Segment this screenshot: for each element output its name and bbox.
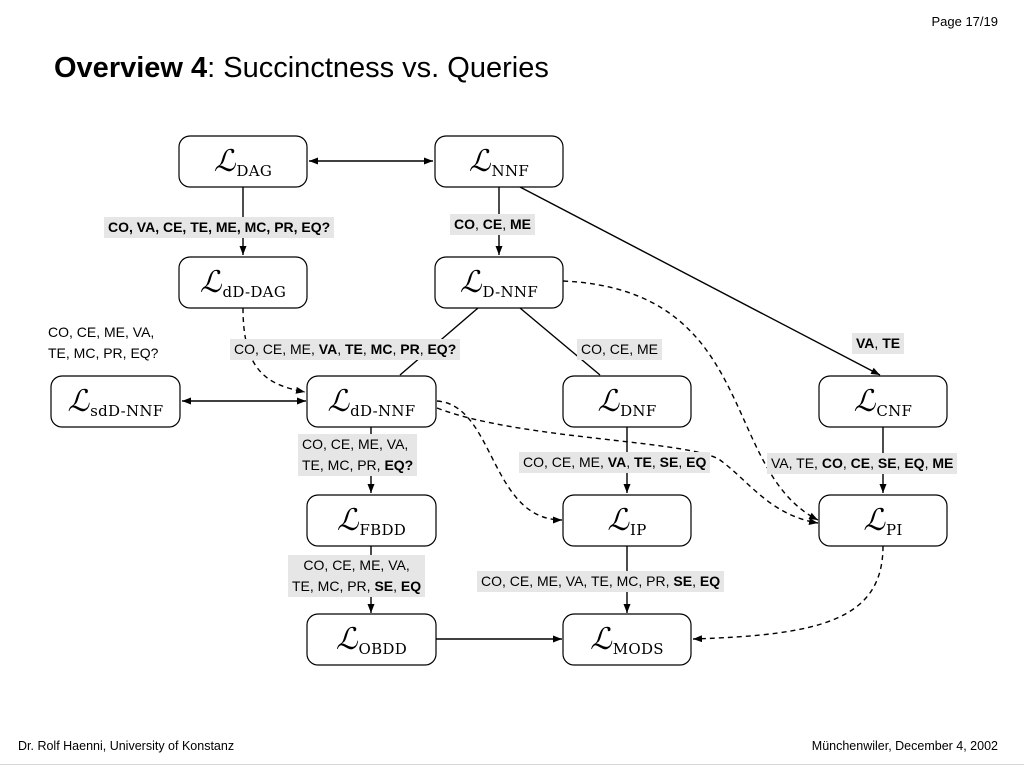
- label-sddnnf-side: CO, CE, ME, VA,TE, MC, PR, EQ?: [48, 324, 159, 361]
- node-box-obdd: [306, 613, 437, 666]
- title-rest: : Succinctness vs. Queries: [207, 52, 549, 84]
- label-dnf-ip: CO, CE, ME, VA, TE, SE, EQ: [519, 452, 711, 473]
- label-nnf-dnnf: CO, CE, ME: [450, 214, 536, 235]
- title-bold: Overview 4: [54, 52, 208, 84]
- node-box-mods: [562, 613, 692, 666]
- label-cnf-pi: VA, TE, CO, CE, SE, EQ, ME: [767, 453, 958, 474]
- label-dnnf-ddnnf: CO, CE, ME, VA, TE, MC, PR, EQ?: [230, 339, 461, 360]
- node-box-pi: [818, 494, 948, 547]
- label-ddnnf-fbdd: CO, CE, ME, VA,TE, MC, PR, EQ?: [298, 434, 418, 476]
- label-dnnf-dnf: CO, CE, ME: [577, 339, 663, 360]
- page-number: Page 17/19: [931, 14, 998, 29]
- edge-dnnf-pi: [562, 280, 819, 521]
- edge-pi-mods: [692, 545, 884, 643]
- edge-nnf-cnf: [519, 186, 881, 376]
- edge-ddag-ddnnf: [242, 307, 306, 394]
- edge-dnnf-dnf: [519, 307, 601, 376]
- label-nnf-cnf: VA, TE: [852, 333, 905, 354]
- node-box-ddag: [178, 256, 308, 309]
- node-box-dag: [178, 135, 308, 188]
- footer-author: Dr. Rolf Haenni, University of Konstanz: [18, 739, 235, 753]
- node-box-cnf: [818, 375, 948, 428]
- node-box-sddnnf: [50, 375, 181, 428]
- slide-title: Overview 4: Succinctness vs. Queries: [54, 52, 549, 85]
- footer-divider: [0, 764, 1024, 765]
- label-dag-ddag: CO, VA, CE, TE, ME, MC, PR, EQ?: [104, 217, 335, 238]
- node-box-ip: [562, 494, 692, 547]
- node-box-ddnnf: [306, 375, 437, 428]
- node-box-dnnf: [434, 256, 564, 309]
- label-ip-mods: CO, CE, ME, VA, TE, MC, PR, SE, EQ: [477, 571, 725, 592]
- node-box-dnf: [562, 375, 692, 428]
- node-box-nnf: [434, 135, 564, 188]
- node-box-fbdd: [306, 494, 437, 547]
- label-fbdd-obdd: CO, CE, ME, VA,TE, MC, PR, SE, EQ: [288, 555, 426, 597]
- footer-location-date: Münchenwiler, December 4, 2002: [811, 739, 998, 753]
- edge-ddnnf-ip: [436, 400, 563, 524]
